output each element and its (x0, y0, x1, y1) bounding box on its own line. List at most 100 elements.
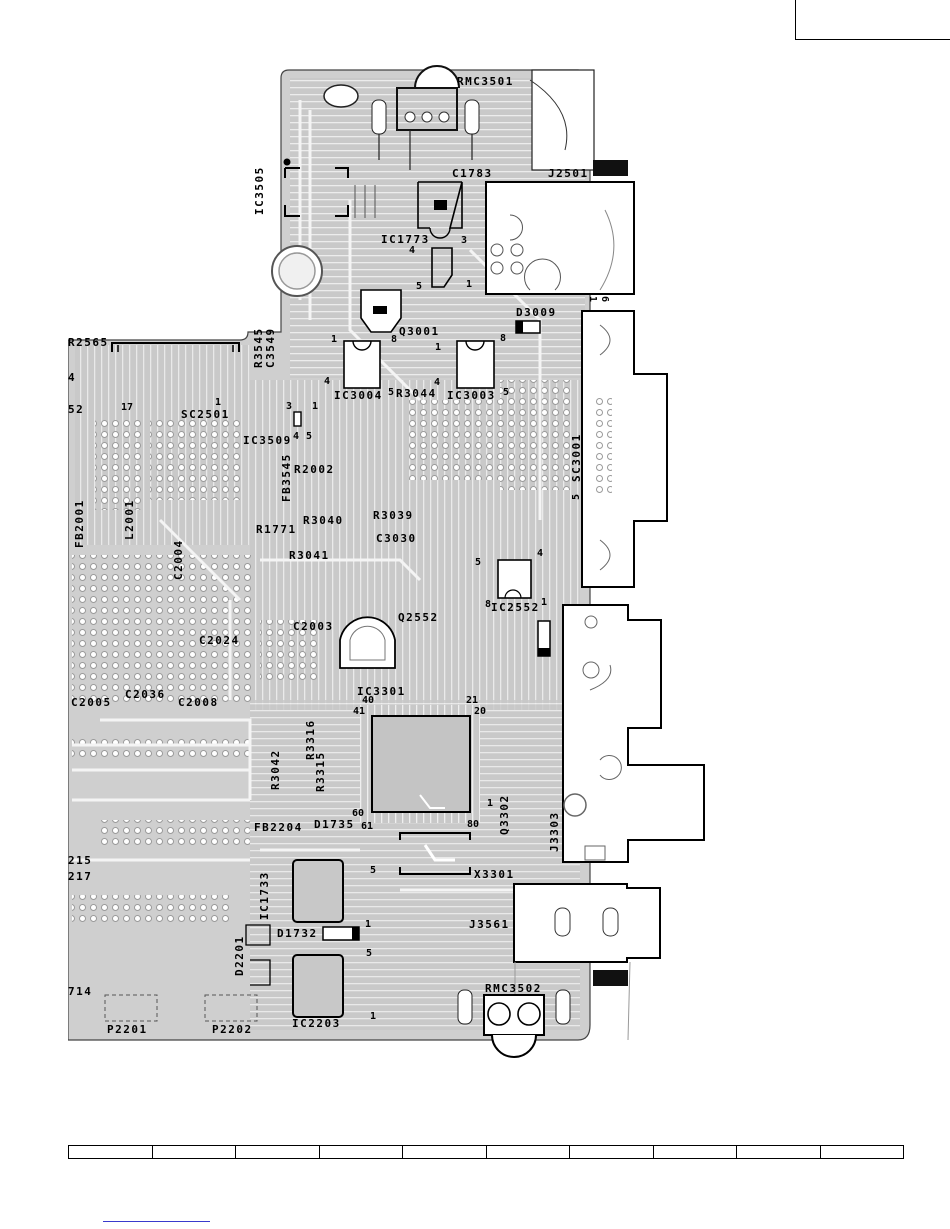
j3303-outline (562, 604, 705, 863)
via-field (260, 620, 320, 680)
sc3001-outline (581, 310, 668, 588)
label-x3301: X3301 (474, 868, 515, 881)
grid-cell (570, 1146, 654, 1158)
grid-cell (320, 1146, 403, 1158)
label-c2003: C2003 (293, 620, 334, 633)
c1783-outline (417, 181, 463, 229)
trace-lanes (72, 100, 542, 892)
pin-ic3004-8: 8 (391, 334, 398, 345)
label-d2201: D2201 (233, 935, 246, 976)
label-r3039: R3039 (373, 509, 414, 522)
j3561-tab (593, 970, 628, 986)
sc2501-bracket (111, 342, 240, 352)
ic3004-outline (343, 340, 381, 389)
via-field (100, 820, 250, 846)
label-q3302: Q3302 (498, 794, 511, 835)
label-j3303: J3303 (548, 811, 561, 852)
pin-ic3004-4: 4 (324, 376, 331, 387)
label-fragment-217: 217 (68, 870, 93, 883)
p2202-outline (204, 994, 258, 1022)
label-q2552: Q2552 (398, 611, 439, 624)
label-ic3505: IC3505 (253, 166, 266, 215)
label-r2565: R2565 (68, 336, 109, 349)
label-p2202: P2202 (212, 1023, 253, 1036)
p2201-outline (104, 994, 158, 1022)
pin-ic2203-5: 5 (366, 948, 373, 959)
label-ic1733: IC1733 (258, 871, 271, 920)
pin-ic3003-4: 4 (434, 377, 441, 388)
j3561-outline (513, 883, 661, 963)
pin-ic2552-8: 8 (485, 599, 492, 610)
ic1733-outline (292, 859, 344, 923)
pin-ic1773-5: 5 (416, 281, 423, 292)
pin-ic2552-4: 4 (537, 548, 544, 559)
c1783-pad (434, 200, 447, 210)
grid-cell (654, 1146, 737, 1158)
via-field (72, 895, 232, 925)
pin-sc2501-1: 1 (215, 397, 222, 408)
label-rmc3502: RMC3502 (485, 982, 542, 995)
label-d1735: D1735 (314, 818, 355, 831)
grid-cell (153, 1146, 236, 1158)
label-r3042: R3042 (269, 749, 282, 790)
oval-pad (323, 84, 359, 108)
ic2203-outline (292, 954, 344, 1018)
grid-cell (69, 1146, 153, 1158)
label-sc3001: SC3001 (570, 433, 583, 482)
pin-sc2501-17: 17 (121, 402, 134, 413)
pin-j2501-6: 6 (599, 296, 610, 303)
pin-d1732-1: 1 (365, 919, 372, 930)
pin-ic3301-80: 80 (467, 819, 480, 830)
pin-ic3509-5: 5 (306, 431, 313, 442)
pin-ic1733-5: 5 (370, 865, 377, 876)
pin-ic3003-1: 1 (435, 342, 442, 353)
label-ic2552: IC2552 (491, 601, 540, 614)
ic2552-outline (497, 559, 532, 599)
label-fragment-215: 215 (68, 854, 93, 867)
label-l2001: L2001 (123, 499, 136, 540)
label-rmc3501: RMC3501 (457, 75, 514, 88)
rmc3501-outline (396, 87, 458, 131)
label-fb2204: FB2204 (254, 821, 303, 834)
label-ic2203: IC2203 (292, 1017, 341, 1030)
x3301-bracket (399, 832, 471, 875)
label-c3549: C3549 (264, 327, 277, 368)
pin-ic3004-5: 5 (388, 387, 395, 398)
pin-ic3301-40: 40 (362, 695, 375, 706)
label-fragment-714: 714 (68, 985, 93, 998)
footer-link-underline[interactable] (103, 1221, 210, 1222)
label-j3561: J3561 (469, 918, 510, 931)
via-field (405, 400, 505, 480)
via-field (72, 735, 252, 760)
pin-ic2203-1: 1 (370, 1011, 377, 1022)
pin-ic3003-5: 5 (503, 387, 510, 398)
c2003-outline (339, 616, 396, 669)
label-ic3004: IC3004 (334, 389, 383, 402)
pin-ic3509-3: 3 (286, 401, 293, 412)
pin-ic1773-3: 3 (461, 235, 468, 246)
grid-cell (487, 1146, 570, 1158)
ic3003-outline (456, 340, 495, 389)
pin-ic3301-61: 61 (361, 821, 374, 832)
ic3505-pin1-dot (283, 158, 291, 166)
grid-cell (236, 1146, 320, 1158)
label-r3041: R3041 (289, 549, 330, 562)
grid-cell (821, 1146, 904, 1158)
label-r3545: R3545 (252, 327, 265, 368)
label-c2024: C2024 (199, 634, 240, 647)
label-sc2501: SC2501 (181, 408, 230, 421)
via-field (500, 380, 570, 490)
label-d1732: D1732 (277, 927, 318, 940)
label-ic3003: IC3003 (447, 389, 496, 402)
label-c2004: C2004 (172, 539, 185, 580)
grid-scale-bar (68, 1145, 904, 1159)
pin-ic3509-1: 1 (312, 401, 319, 412)
label-c3030: C3030 (376, 532, 417, 545)
grid-cell (737, 1146, 821, 1158)
label-r3044: R3044 (396, 387, 437, 400)
label-ic3301: IC3301 (357, 685, 406, 698)
label-r2002: R2002 (294, 463, 335, 476)
via-field (72, 555, 252, 705)
pin-ic1773-4: 4 (409, 245, 416, 256)
